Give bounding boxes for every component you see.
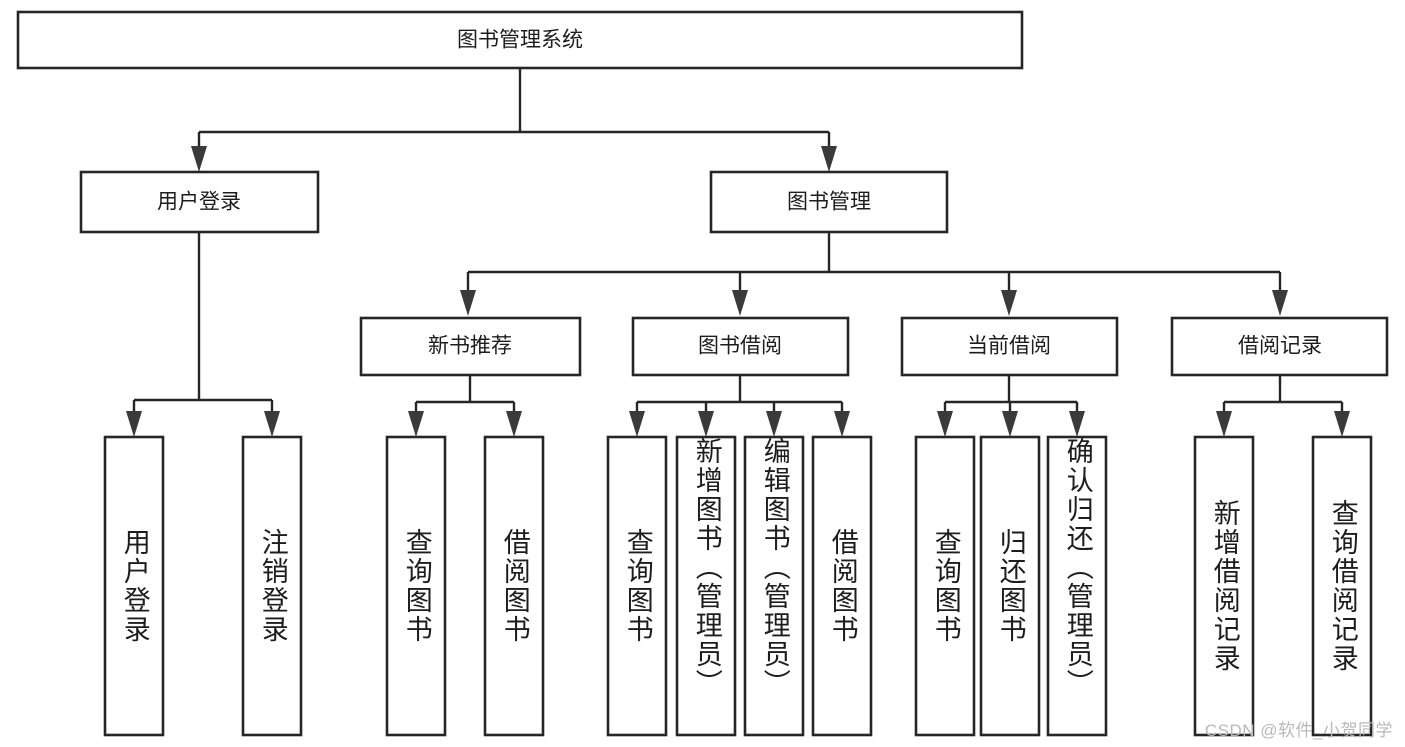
leaf-box-user-login-2[interactable] xyxy=(241,435,303,737)
leaf-box-nbr-2[interactable] xyxy=(483,435,545,737)
arrow-to-current-borrow-icon xyxy=(1001,290,1017,316)
leaf-label-bb-3: 编辑图书（管理员） xyxy=(759,437,790,698)
leaf-box-nbr-1[interactable] xyxy=(385,435,447,737)
node-book-borrow[interactable] xyxy=(631,316,850,377)
arrow-user-login-leaf-2-icon xyxy=(264,411,280,437)
arrow-br-leaf-2-icon xyxy=(1334,411,1350,437)
arrow-to-user-login-icon xyxy=(191,146,207,172)
node-user-login[interactable] xyxy=(79,170,320,234)
node-borrow-record-label: 借阅记录 xyxy=(1238,335,1322,358)
leaf-box-bb-3[interactable] xyxy=(743,435,805,737)
arrow-br-leaf-1-icon xyxy=(1216,411,1232,437)
arrow-nbr-leaf-1-icon xyxy=(408,411,424,437)
leaf-label-nbr-1: 查询图书 xyxy=(401,528,432,644)
arrow-to-book-manage-icon xyxy=(821,146,837,172)
arrow-bb-leaf-1-icon xyxy=(629,411,645,437)
arrow-nbr-leaf-2-icon xyxy=(506,411,522,437)
arrow-to-borrow-record-icon xyxy=(1272,290,1288,316)
leaf-box-cb-1[interactable] xyxy=(914,435,976,737)
leaf-label-cb-2: 归还图书 xyxy=(995,528,1026,644)
arrow-bb-leaf-3-icon xyxy=(766,411,782,437)
arrow-cb-leaf-2-icon xyxy=(1002,411,1018,437)
leaf-box-cb-3[interactable] xyxy=(1046,435,1108,737)
arrow-bb-leaf-4-icon xyxy=(834,411,850,437)
leaf-label-bb-4: 借阅图书 xyxy=(827,528,858,644)
node-current-borrow-label: 当前借阅 xyxy=(967,335,1051,358)
leaf-label-user-login-1: 用户登录 xyxy=(119,528,150,644)
watermark: CSDN @软件_小贺同学 xyxy=(1204,721,1393,740)
leaf-label-bb-2: 新增图书（管理员） xyxy=(691,437,722,698)
node-new-book-recommend[interactable] xyxy=(359,316,582,377)
leaf-box-user-login-1[interactable] xyxy=(103,435,165,737)
node-current-borrow[interactable] xyxy=(900,316,1119,377)
leaf-label-nbr-2: 借阅图书 xyxy=(499,528,530,644)
arrow-bb-leaf-2-icon xyxy=(698,411,714,437)
arrow-cb-leaf-3-icon xyxy=(1069,411,1085,437)
leaf-box-cb-2[interactable] xyxy=(979,435,1041,737)
arrow-user-login-leaf-1-icon xyxy=(126,411,142,437)
leaf-box-bb-2[interactable] xyxy=(675,435,737,737)
leaf-label-cb-1: 查询图书 xyxy=(930,528,961,644)
node-borrow-record[interactable] xyxy=(1170,316,1389,377)
node-new-book-recommend-label: 新书推荐 xyxy=(428,335,512,358)
leaf-box-br-1[interactable] xyxy=(1193,435,1255,737)
node-root[interactable] xyxy=(16,10,1024,70)
node-book-manage-label: 图书管理 xyxy=(787,191,871,214)
leaf-box-br-2[interactable] xyxy=(1311,435,1373,737)
leaf-box-bb-4[interactable] xyxy=(811,435,873,737)
node-root-label: 图书管理系统 xyxy=(457,29,583,52)
arrow-to-new-book-icon xyxy=(460,290,476,316)
arrow-to-book-borrow-icon xyxy=(732,290,748,316)
node-book-borrow-label: 图书借阅 xyxy=(698,335,782,358)
leaf-label-br-1: 新增借阅记录 xyxy=(1209,499,1240,673)
leaf-label-br-2: 查询借阅记录 xyxy=(1327,499,1358,673)
leaf-label-user-login-2: 注销登录 xyxy=(257,528,288,644)
leaf-label-bb-1: 查询图书 xyxy=(622,528,653,644)
leaf-label-cb-3: 确认归还（管理员） xyxy=(1062,437,1093,698)
leaf-box-bb-1[interactable] xyxy=(606,435,668,737)
node-user-login-label: 用户登录 xyxy=(157,191,241,214)
arrow-cb-leaf-1-icon xyxy=(937,411,953,437)
